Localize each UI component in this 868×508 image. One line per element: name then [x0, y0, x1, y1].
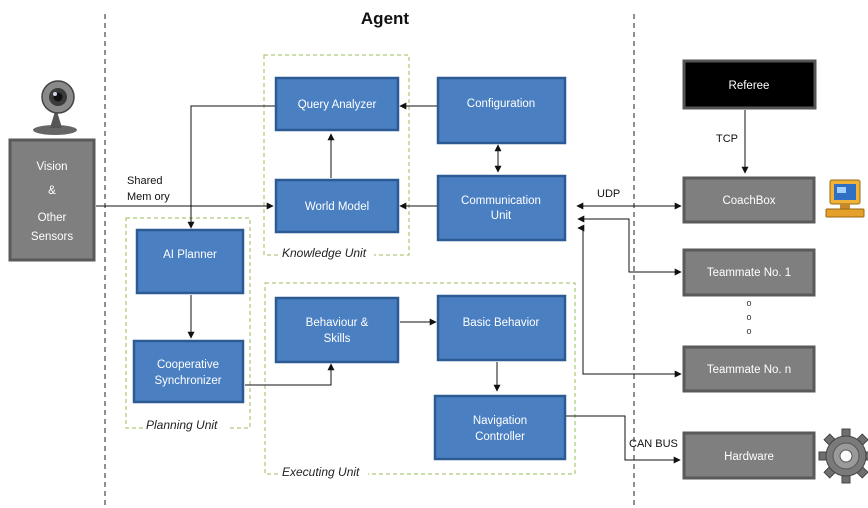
- ellipsis-dot-3: o: [746, 326, 751, 336]
- diagram-title: Agent: [361, 9, 410, 28]
- executing-unit-frame: [264, 282, 576, 475]
- configuration-box: Configuration: [436, 76, 567, 145]
- configuration-label: Configuration: [467, 98, 535, 110]
- hardware-box: Hardware: [682, 431, 816, 480]
- ellipsis-dot-1: o: [746, 298, 751, 308]
- query-analyzer-box: Query Analyzer: [274, 76, 400, 132]
- behaviour-skills-label-2: Skills: [324, 333, 351, 345]
- planning-unit-label: Planning Unit: [146, 418, 218, 432]
- executing-unit-label: Executing Unit: [282, 465, 360, 479]
- edge-query-to-planner: [187, 105, 276, 229]
- communication-unit-box: Communication Unit: [436, 174, 567, 242]
- ai-planner-label: AI Planner: [163, 249, 217, 261]
- edge-comm-teammaten: [577, 224, 682, 378]
- query-analyzer-label: Query Analyzer: [298, 99, 377, 111]
- teammate-n-label: Teammate No. n: [707, 364, 791, 376]
- teammate-1-box: Teammate No. 1: [682, 248, 816, 297]
- basic-behavior-box: Basic Behavior: [436, 294, 567, 362]
- edge-nav-to-hardware: [565, 415, 681, 464]
- webcam-icon: [33, 80, 77, 135]
- navigation-controller-box: Navigation Controller: [433, 394, 567, 461]
- world-model-label: World Model: [305, 201, 369, 213]
- basic-behavior-label: Basic Behavior: [463, 317, 540, 329]
- communication-unit-label-2: Unit: [491, 210, 512, 222]
- knowledge-unit-label: Knowledge Unit: [282, 246, 367, 260]
- knowledge-unit-frame: [263, 54, 410, 256]
- cooperative-synchronizer-box: Cooperative Synchronizer: [132, 339, 245, 404]
- communication-unit-label-1: Communication: [461, 195, 541, 207]
- navigation-controller-label-2: Controller: [475, 431, 525, 443]
- behaviour-skills-box: Behaviour & Skills: [274, 296, 400, 364]
- coachbox-label: CoachBox: [722, 195, 775, 207]
- ai-planner-box: AI Planner: [135, 228, 245, 295]
- edge-comm-teammate1: [577, 215, 682, 276]
- vision-label-4: Sensors: [31, 231, 73, 243]
- shared-memory-label-2: Mem ory: [127, 191, 170, 203]
- navigation-controller-label-1: Navigation: [473, 415, 527, 427]
- referee-label: Referee: [729, 80, 770, 92]
- tcp-label: TCP: [716, 133, 738, 145]
- can-bus-label: CAN BUS: [629, 438, 678, 450]
- referee-box: Referee: [682, 59, 817, 110]
- vision-label-1: Vision: [36, 161, 67, 173]
- hardware-label: Hardware: [724, 451, 774, 463]
- cooperative-synchronizer-label-1: Cooperative: [157, 359, 219, 371]
- gear-icon: [818, 428, 868, 484]
- vision-sensors-box: Vision & Other Sensors: [8, 138, 96, 262]
- teammate-n-box: Teammate No. n: [682, 345, 816, 393]
- behaviour-skills-label-1: Behaviour &: [306, 317, 369, 329]
- edge-coop-to-behaviour: [245, 363, 335, 386]
- cooperative-synchronizer-label-2: Synchronizer: [154, 375, 221, 387]
- coachbox-box: CoachBox: [682, 176, 816, 224]
- world-model-box: World Model: [274, 178, 400, 234]
- vision-label-3: Other: [38, 212, 67, 224]
- vision-label-2: &: [48, 185, 56, 197]
- computer-icon: [825, 179, 865, 218]
- teammate-1-label: Teammate No. 1: [707, 267, 791, 279]
- shared-memory-label: Shared: [127, 175, 162, 187]
- ellipsis-dot-2: o: [746, 312, 751, 322]
- udp-label: UDP: [597, 188, 620, 200]
